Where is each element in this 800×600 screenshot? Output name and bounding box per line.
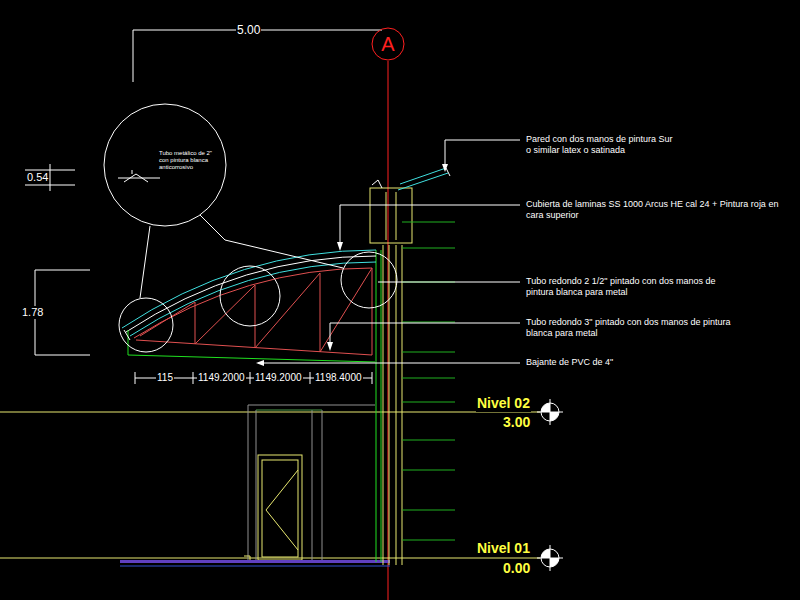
dimension: 1149.2000 [254,372,303,384]
level-name: Nivel 01 [476,540,531,557]
dimension: 1.78 [21,306,44,319]
dimension: 0.54 [26,171,49,184]
detail-note: Tubo metálico de 2" con pintura blanca a… [159,150,217,171]
level-elevation: 0.00 [502,560,531,577]
detail-circle: Tubo metálico de 2" con pintura blanca a… [103,103,227,227]
dimension: 115 [156,372,174,384]
leader-lines [258,140,520,363]
dimension: 1149.2000 [197,372,246,384]
callout-note: Bajante de PVC de 4" [525,357,614,368]
axis-letter: A [371,27,405,61]
level-name: Nivel 02 [476,395,531,412]
leader-arrows [256,164,448,366]
callout-note: Cubierta de laminas SS 1000 Arcus HE cal… [525,199,793,221]
callout-note: Tubo redondo 2 1/2" pintado con dos mano… [525,276,742,298]
level-symbols [537,399,563,571]
callout-note: Tubo redondo 3" pintado con dos manos de… [525,317,732,339]
axis-line [388,61,389,600]
dimension: 1198.4000 [314,372,363,384]
dimension: 5.00 [236,23,261,37]
ground-floor-wall [120,405,390,566]
level-elevation: 3.00 [502,414,531,431]
column [370,168,455,565]
dimension-lines [25,30,382,384]
grid-axis-bubble: A [371,27,405,61]
detail-markers [118,170,397,352]
callout-note: Pared con dos manos de pintura Sur o sim… [525,134,677,156]
level-lines [0,412,540,558]
